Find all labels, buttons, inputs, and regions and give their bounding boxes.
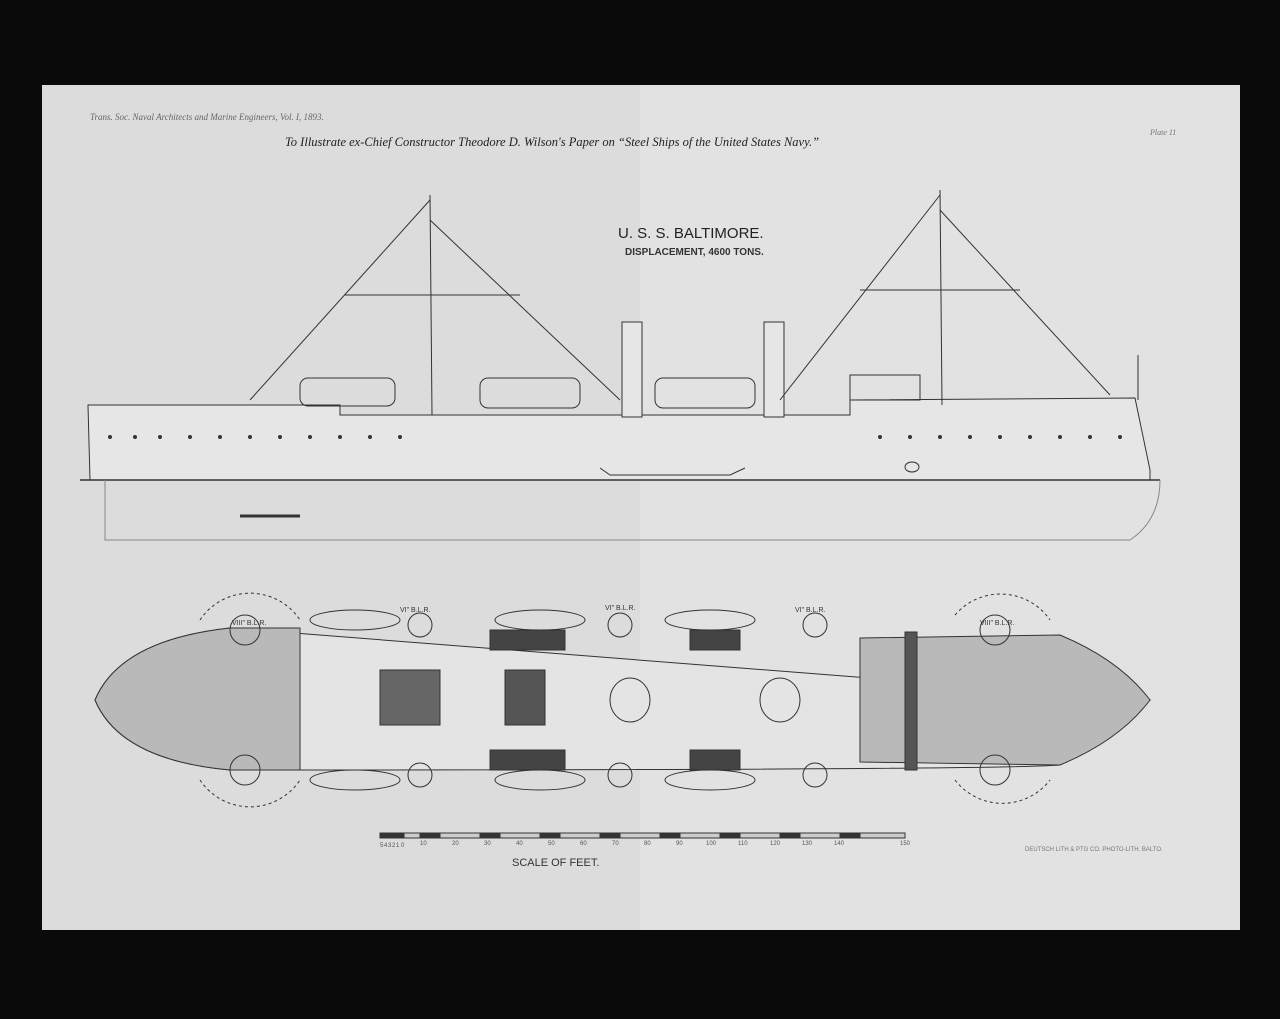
scale-tick: 100 [706,841,717,847]
journal-reference: Trans. Soc. Naval Architects and Marine … [90,112,324,122]
scale-tick: 20 [452,841,459,847]
deck-plan [94,592,1152,808]
scale-tick: 80 [644,841,651,847]
gun-label: VI" B.L.R. [605,605,636,612]
gun-labels: VIII" B.L.R. VI" B.L.R. VI" B.L.R. VI" B… [232,605,1014,627]
scale-tick: 130 [802,841,813,847]
ship-displacement: DISPLACEMENT, 4600 TONS. [625,247,764,258]
plate-number: Plate 11 [1150,128,1177,137]
scale-tick: 1 [396,843,400,849]
scale-tick: 60 [580,841,587,847]
scale-ticks: 5 4 3 2 1 0 10 20 30 40 50 60 70 80 90 1… [380,841,911,849]
gun-label: VIII" B.L.R. [232,620,266,627]
scale-tick: 110 [738,841,748,847]
scale-tick: 2 [392,843,396,849]
ship-title: U. S. S. BALTIMORE. [618,225,764,242]
scale-tick: 120 [770,841,781,847]
scale-tick: 4 [384,843,388,849]
scale-tick: 50 [548,841,555,847]
scale-tick: 0 [401,843,405,849]
scale-tick: 90 [676,841,683,847]
scale-tick: 140 [834,841,845,847]
scale-tick: 10 [420,841,427,847]
scale-tick: 70 [612,841,619,847]
printer-credit: DEUTSCH LITH & PTG CO. PHOTO-LITH. BALTO… [1025,847,1163,853]
scale-bar [379,832,906,839]
scale-tick: 5 [380,843,384,849]
scale-tick: 30 [484,841,491,847]
gun-label: VIII" B.L.R. [980,620,1014,627]
scale-tick: 150 [900,841,911,847]
portholes [108,435,1122,439]
side-profile [80,189,1161,541]
scale-tick: 40 [516,841,523,847]
plate-caption: To Illustrate ex-Chief Constructor Theod… [285,135,820,149]
scale-label: SCALE OF FEET. [512,857,600,869]
scale-tick: 3 [388,843,392,849]
gun-label: VI" B.L.R. [400,607,431,614]
gun-label: VI" B.L.R. [795,607,826,614]
